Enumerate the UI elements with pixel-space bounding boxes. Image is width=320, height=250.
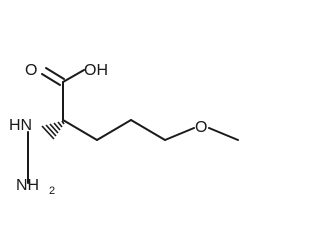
amino-label: NH [16, 177, 39, 194]
stereo-hashed-wedge [41, 120, 65, 140]
ether-bond-right [208, 127, 239, 141]
chain-bond-c4-c5 [130, 119, 166, 141]
structure-canvas: O OH HN NH 2 O [9, 62, 239, 197]
amino-subscript: 2 [49, 185, 55, 197]
chain-bond-c3-c4 [96, 119, 132, 141]
chemical-structure: O OH HN NH 2 O [9, 62, 239, 197]
chain-bond-c2-c3 [62, 119, 98, 141]
ether-bond-left [164, 127, 195, 141]
carbonyl-double-bond-b [45, 67, 65, 80]
carbonyl-double-bond-a [41, 73, 61, 86]
carboxyl-oh-bond [62, 69, 85, 83]
hydroxyl-label: OH [84, 62, 108, 79]
ether-oxygen-label: O [195, 119, 207, 136]
hydrazine-nh-label: HN [9, 117, 32, 134]
carbonyl-oxygen-label: O [25, 62, 37, 79]
